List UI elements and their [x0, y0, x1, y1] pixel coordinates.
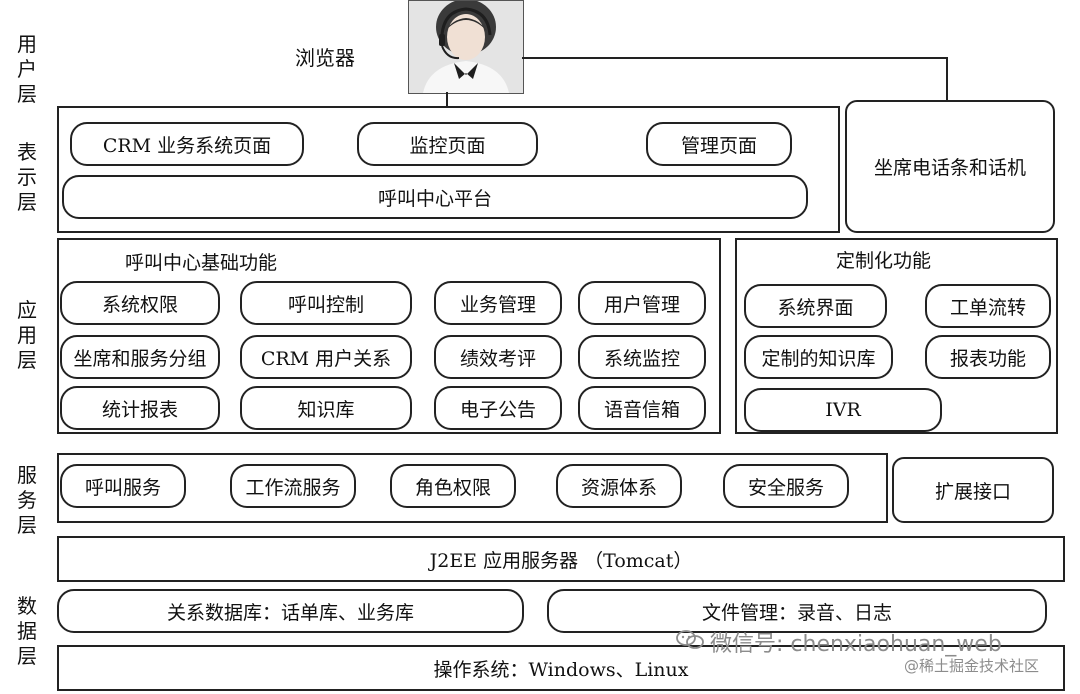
connector-photo-right: [522, 57, 948, 59]
app-server-box: J2EE 应用服务器 （Tomcat）: [57, 536, 1065, 582]
operating-system-box: 操作系统：Windows、Linux: [57, 645, 1065, 691]
layer-label-service: 服 务 层: [17, 463, 37, 537]
basic-function-node: 绩效考评: [434, 335, 562, 379]
wechat-icon: [676, 629, 704, 657]
basic-function-node: 知识库: [240, 386, 412, 430]
call-center-platform-node: 呼叫中心平台: [62, 175, 808, 219]
admin-pages-node: 管理页面: [646, 122, 792, 166]
basic-function-node: 系统监控: [578, 335, 706, 379]
basic-functions-title: 呼叫中心基础功能: [125, 252, 278, 274]
basic-function-node: 坐席和服务分组: [60, 335, 220, 379]
basic-function-node: 电子公告: [434, 386, 562, 430]
custom-function-node: 工单流转: [925, 284, 1051, 328]
custom-function-node: IVR: [744, 388, 942, 432]
service-node: 安全服务: [723, 464, 849, 508]
custom-functions-title: 定制化功能: [836, 250, 932, 272]
layer-label-presentation: 表 示 层: [17, 140, 37, 214]
basic-function-node: 语音信箱: [578, 386, 706, 430]
basic-function-node: CRM 用户关系: [240, 335, 412, 379]
file-management-node: 文件管理：录音、日志: [547, 589, 1047, 633]
custom-function-node: 定制的知识库: [744, 335, 893, 379]
layer-label-application: 应 用 层: [17, 298, 37, 372]
service-node: 角色权限: [390, 464, 516, 508]
basic-function-node: 统计报表: [60, 386, 220, 430]
service-node: 呼叫服务: [60, 464, 186, 508]
operator-photo: [408, 0, 524, 94]
service-node: 工作流服务: [230, 464, 356, 508]
custom-function-node: 系统界面: [744, 284, 887, 328]
basic-function-node: 业务管理: [434, 281, 562, 325]
basic-function-node: 系统权限: [60, 281, 220, 325]
crm-pages-node: CRM 业务系统页面: [70, 122, 304, 166]
community-watermark: @稀土掘金技术社区: [904, 657, 1040, 675]
basic-function-node: 用户管理: [578, 281, 706, 325]
service-node: 资源体系: [556, 464, 682, 508]
layer-label-data: 数 据 层: [17, 594, 37, 668]
monitor-pages-node: 监控页面: [357, 122, 538, 166]
browser-label: 浏览器: [295, 46, 355, 70]
basic-function-node: 呼叫控制: [240, 281, 412, 325]
connector-right-down: [946, 57, 948, 101]
relational-db-node: 关系数据库：话单库、业务库: [57, 589, 524, 633]
custom-function-node: 报表功能: [925, 335, 1051, 379]
extension-interface-box: 扩展接口: [892, 457, 1054, 523]
wechat-watermark: 微信号: chenxiaohuan_web: [676, 626, 1002, 658]
agent-phone-box: 坐席电话条和话机: [845, 100, 1055, 233]
layer-label-user: 用 户 层: [17, 32, 37, 106]
